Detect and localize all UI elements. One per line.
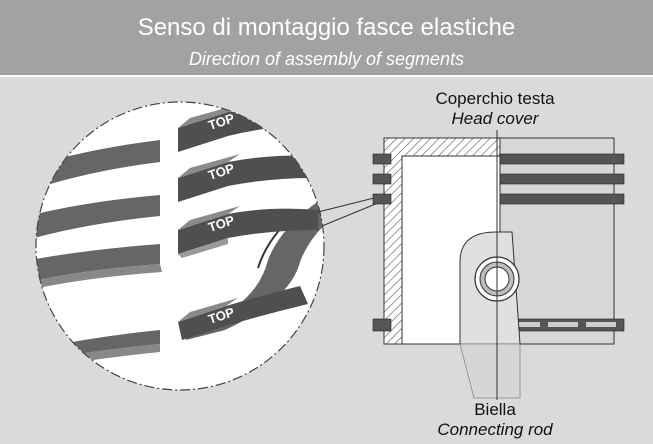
head-cover-label: Coperchio testa Head cover	[420, 89, 570, 129]
assembly-diagram: TOP TOP TOP TOP	[35, 101, 625, 400]
magnifier-outline	[35, 101, 325, 391]
ring-top-2: TOP	[178, 154, 310, 202]
ring-top-4: TOP	[178, 286, 308, 340]
ring-top-3: TOP	[178, 206, 318, 258]
page-title: Senso di montaggio fasce elastiche	[137, 14, 516, 41]
oil-ring-curve	[186, 200, 324, 340]
connecting-rod-lower	[459, 343, 521, 399]
head-cover-label-en: Head cover	[451, 109, 539, 128]
connecting-rod-label-en: Connecting rod	[437, 420, 553, 439]
leader-line-top	[317, 196, 379, 213]
piston-diagram	[372, 130, 625, 400]
connecting-rod-label-it: Biella	[474, 400, 516, 419]
head-cover-label-it: Coperchio testa	[435, 89, 555, 108]
connecting-rod-label: Biella Connecting rod	[420, 400, 570, 440]
magnified-ring-detail: TOP TOP TOP TOP	[35, 101, 325, 391]
leader-line-bottom	[321, 202, 379, 227]
page-subtitle: Direction of assembly of segments	[188, 49, 465, 69]
header-banner: Senso di montaggio fasce elastiche Direc…	[0, 0, 653, 77]
